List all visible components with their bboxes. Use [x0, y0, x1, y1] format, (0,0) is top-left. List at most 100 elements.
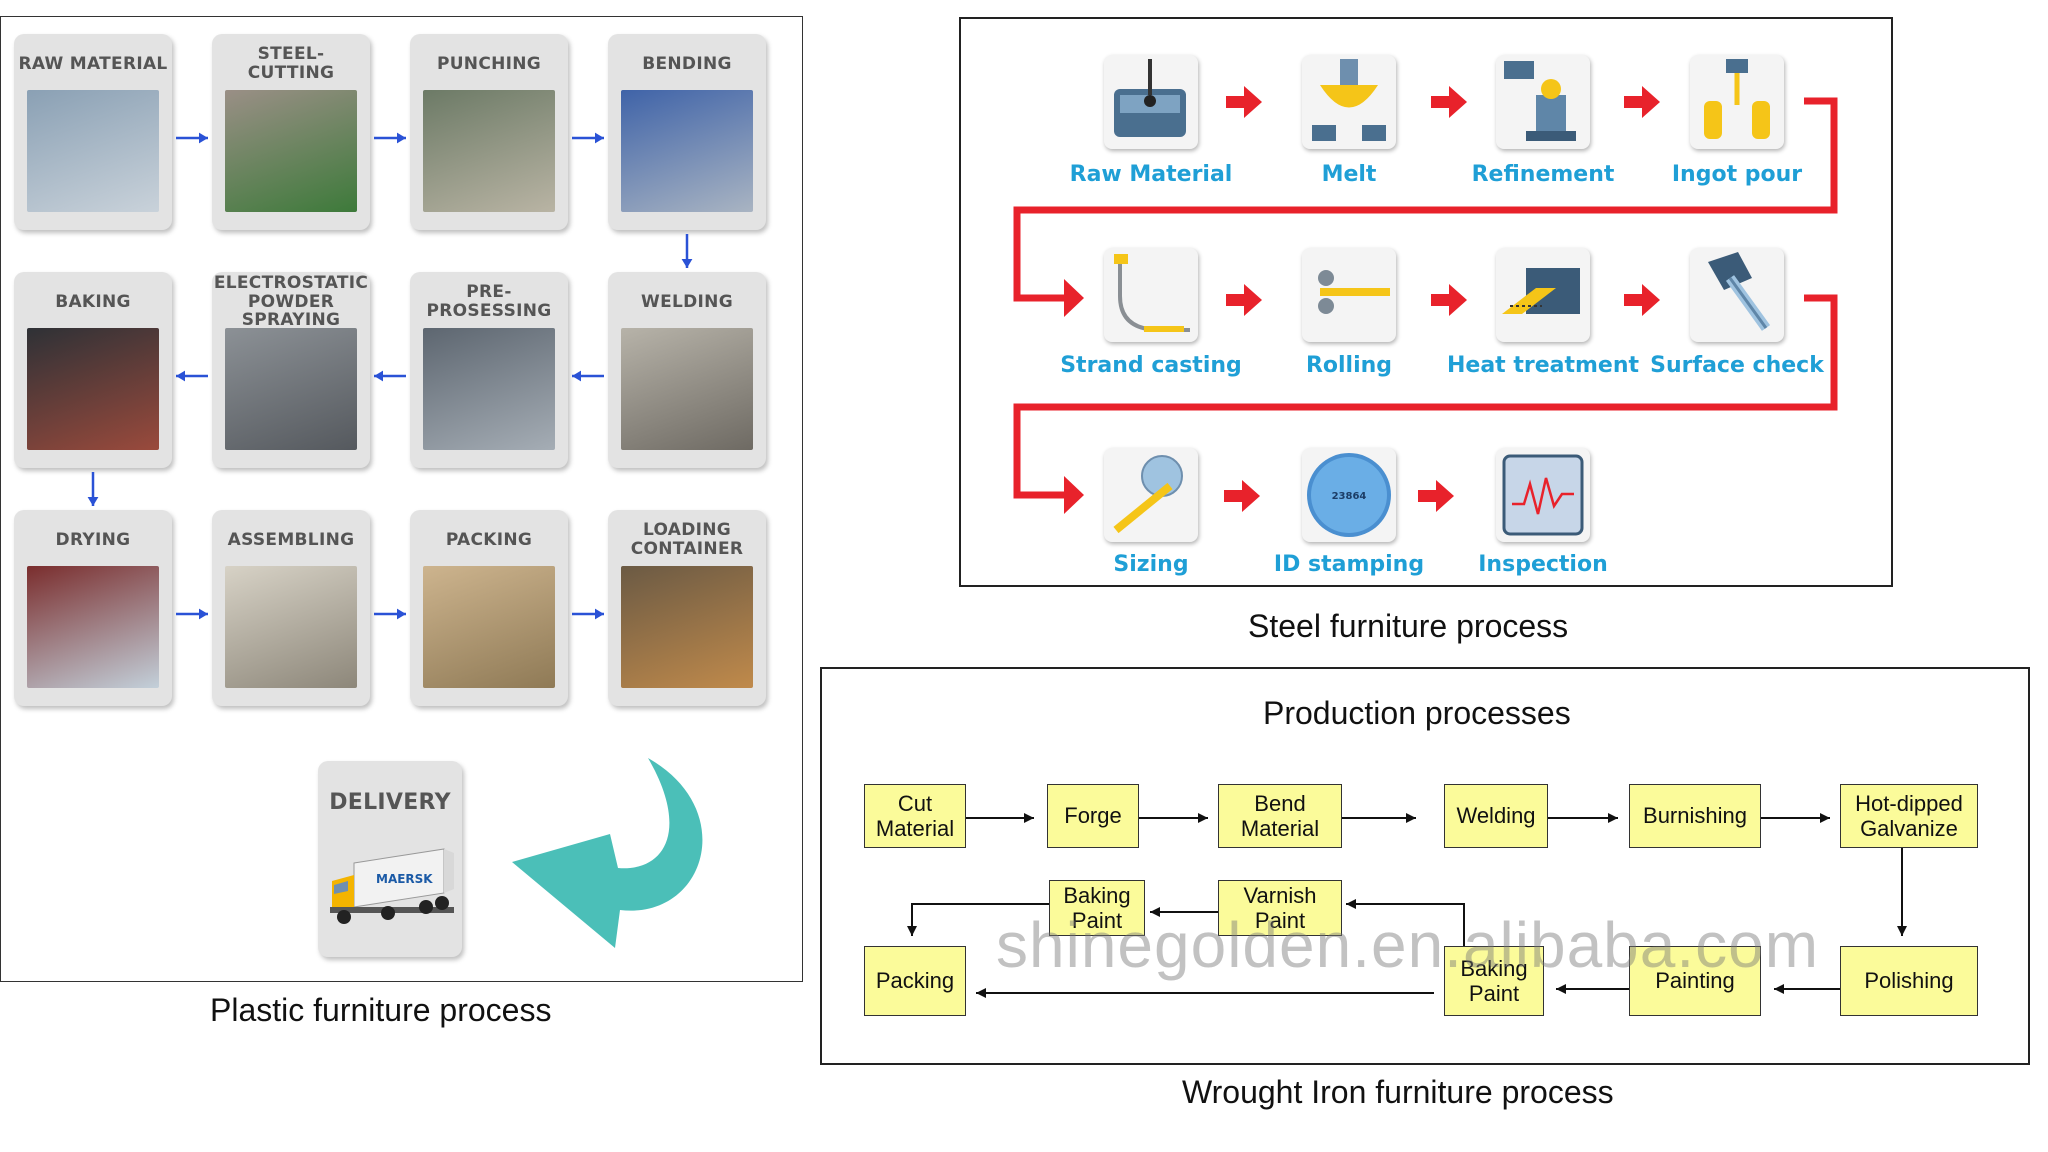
- steel-flow-arrow: [1226, 284, 1262, 316]
- steel-row-connector: [1013, 97, 1838, 302]
- plastic-step-label: PUNCHING: [436, 53, 542, 74]
- arrow-head: [374, 370, 383, 382]
- plastic-step-label: ASSEMBLING: [227, 529, 355, 550]
- steel-step-tile: [1690, 55, 1784, 149]
- plastic-step-tile: LOADING CONTAINER: [608, 510, 766, 706]
- iron-step-box: Cut Material: [864, 784, 966, 848]
- steel-step-label: Surface check: [1650, 353, 1824, 378]
- id-stamp-icon: 23864: [1307, 453, 1391, 537]
- heat-treatment-icon: [1502, 268, 1580, 314]
- process-photo: [27, 90, 159, 212]
- arrow-head: [1608, 813, 1618, 823]
- iron-step-box: Welding: [1444, 784, 1548, 848]
- steel-step-tile: [1302, 55, 1396, 149]
- plastic-step-tile: RAW MATERIAL: [14, 34, 172, 230]
- steel-flow-arrow: [1418, 480, 1454, 512]
- plastic-step-label: RAW MATERIAL: [18, 53, 168, 74]
- iron-step-box: Baking Paint: [1049, 880, 1145, 936]
- plastic-step-label: PRE-PROSESSING: [426, 282, 552, 321]
- plastic-step-label: PACKING: [445, 529, 533, 550]
- steel-flow-arrow: [1624, 284, 1660, 316]
- iron-caption: Wrought Iron furniture process: [1182, 1074, 1614, 1110]
- iron-step-box: Burnishing: [1629, 784, 1761, 848]
- steel-step-tile: [1496, 55, 1590, 149]
- steel-step-label: Inspection: [1478, 552, 1608, 577]
- steel-flow-arrow: [1431, 86, 1467, 118]
- process-photo: [27, 566, 159, 688]
- steel-step-tile: [1302, 248, 1396, 342]
- rolling-mill-icon: [1318, 270, 1390, 314]
- steel-step-label: Sizing: [1113, 552, 1189, 577]
- arrow-head: [1198, 813, 1208, 823]
- steel-caption: Steel furniture process: [1248, 608, 1569, 644]
- process-photo: [621, 328, 753, 450]
- truck-brand-text: MAERSK: [376, 872, 433, 886]
- plastic-step-tile: DRYING: [14, 510, 172, 706]
- iron-step-box: Baking Paint: [1444, 946, 1544, 1016]
- plastic-step-label: STEEL-CUTTING: [247, 44, 335, 83]
- arrow-head: [976, 988, 986, 998]
- arrow-head: [199, 608, 208, 620]
- arrow-head: [1406, 813, 1416, 823]
- steel-step-label: Ingot pour: [1671, 162, 1803, 187]
- arrow-head: [1774, 984, 1784, 994]
- process-photo: [225, 90, 357, 212]
- steel-step-label: ID stamping: [1273, 552, 1425, 577]
- plastic-step-tile: BAKING: [14, 272, 172, 468]
- plastic-step-label: BENDING: [642, 53, 732, 74]
- plastic-step-tile: BENDING: [608, 34, 766, 230]
- plastic-step-label: BAKING: [55, 291, 131, 312]
- plastic-step-delivery: DELIVERY MAERSK: [318, 761, 462, 957]
- steel-flow-arrow: [1624, 86, 1660, 118]
- watermark: shinegolden.en.alibaba.com: [996, 909, 1820, 981]
- plastic-step-tile: STEEL-CUTTING: [212, 34, 370, 230]
- plastic-step-tile: PUNCHING: [410, 34, 568, 230]
- steel-step-label: Rolling: [1305, 353, 1393, 378]
- steel-row-connector: [1013, 294, 1838, 499]
- inspection-probe-icon: [1708, 252, 1771, 331]
- steel-step-tile: 23864: [1302, 448, 1396, 542]
- stamp-text: 23864: [1332, 491, 1367, 502]
- arrow-head: [397, 132, 406, 144]
- arrow-head: [595, 132, 604, 144]
- plastic-step-label: WELDING: [641, 291, 733, 312]
- plastic-flow-arrows: [87, 132, 693, 620]
- process-photo: [621, 566, 753, 688]
- iron-step-box: Bend Material: [1218, 784, 1342, 848]
- steel-step-tile: [1104, 248, 1198, 342]
- arrow-head: [176, 370, 185, 382]
- process-photo: [423, 566, 555, 688]
- process-photo: [225, 328, 357, 450]
- furnace-icon: [1114, 59, 1186, 137]
- plastic-step-tile: ELECTROSTATIC POWDER SPRAYING: [212, 272, 370, 468]
- steel-flow-lines: [1013, 86, 1838, 514]
- steel-step-label: Raw Material: [1069, 162, 1233, 187]
- iron-step-box: Painting: [1629, 946, 1761, 1016]
- steel-step-tile: [1496, 248, 1590, 342]
- arrow-head: [1556, 984, 1566, 994]
- arrow-head: [1897, 926, 1907, 936]
- arrow-head: [681, 259, 693, 268]
- steel-step-tile: [1104, 448, 1198, 542]
- arrow-head: [87, 497, 99, 506]
- iron-process-panel: [820, 667, 2030, 1065]
- steel-flow-arrow: [1224, 480, 1260, 512]
- plastic-step-tile: PACKING: [410, 510, 568, 706]
- arrow-head: [1064, 279, 1084, 317]
- arrow-head: [1150, 907, 1160, 917]
- steel-flow-arrow: [1431, 284, 1467, 316]
- iron-step-box: Packing: [864, 946, 966, 1016]
- plastic-step-tile: PRE-PROSESSING: [410, 272, 568, 468]
- arrow-head: [199, 132, 208, 144]
- arrow-head: [1064, 476, 1084, 514]
- iron-flow-arrow: [911, 903, 1049, 936]
- process-photo: [225, 566, 357, 688]
- steel-flow-arrow: [1226, 86, 1262, 118]
- iron-step-box: Hot-dipped Galvanize: [1840, 784, 1978, 848]
- plastic-step-tile: WELDING: [608, 272, 766, 468]
- waveform-monitor-icon: [1502, 454, 1584, 536]
- iron-step-box: Forge: [1047, 784, 1139, 848]
- steel-step-tile: [1690, 248, 1784, 342]
- arrow-head: [1024, 813, 1034, 823]
- process-photo: [27, 328, 159, 450]
